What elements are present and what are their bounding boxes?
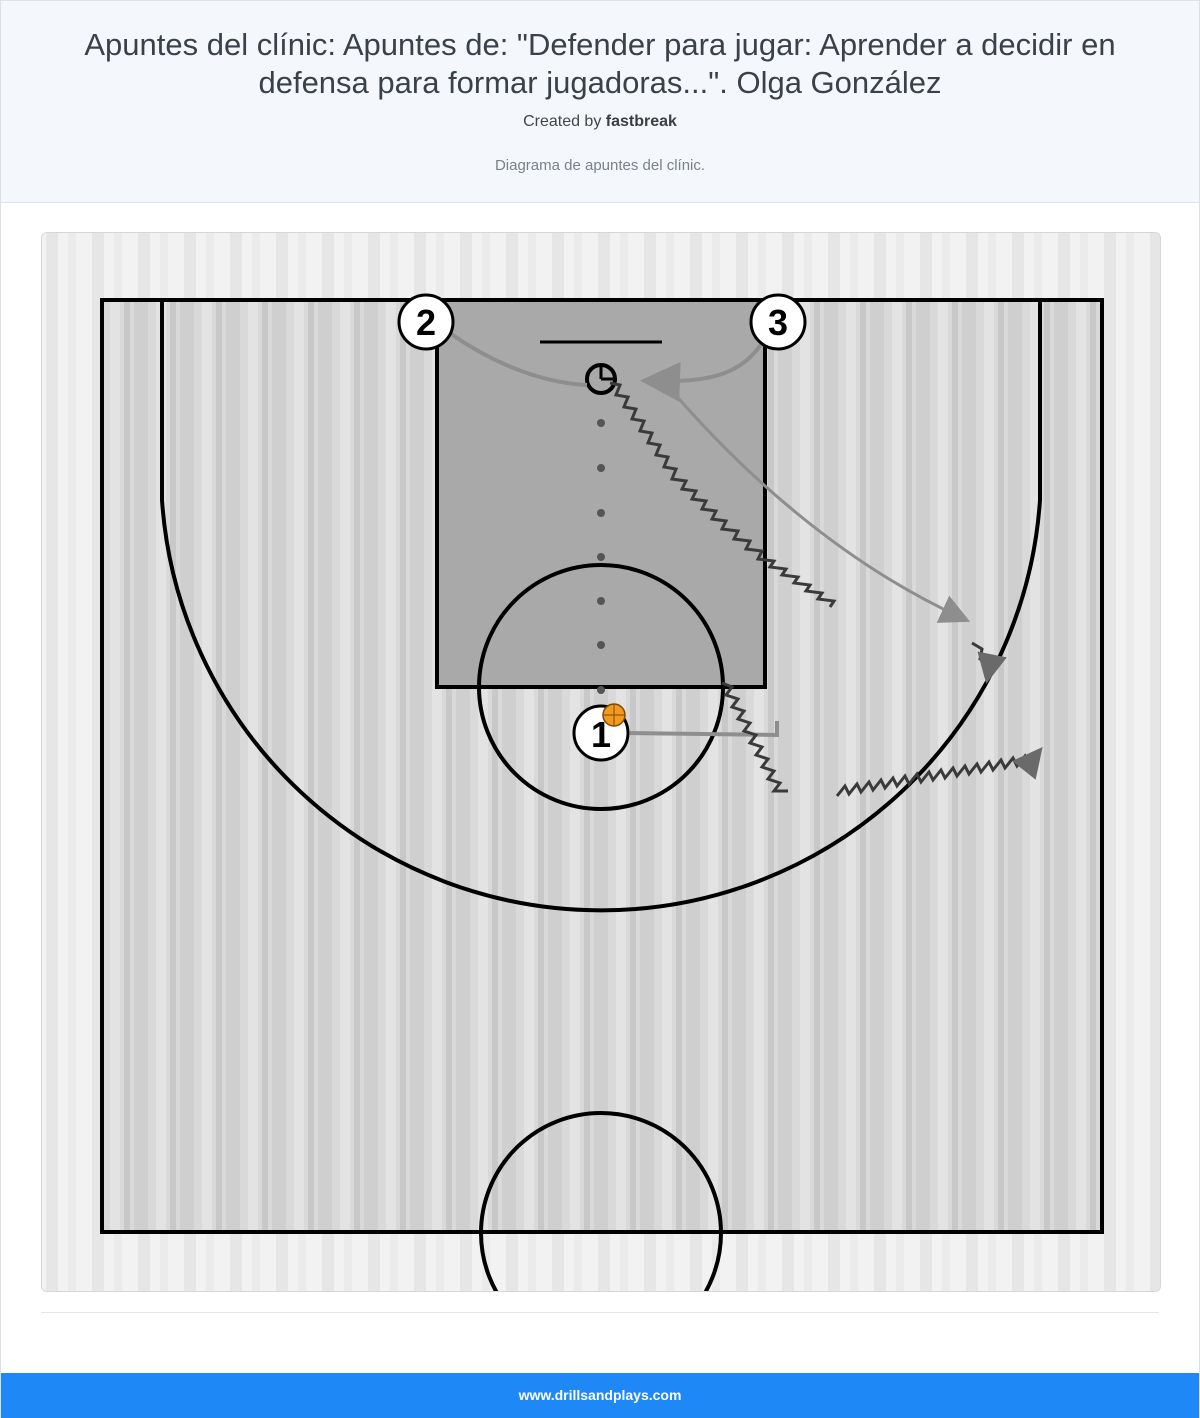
free-throw-circle: [477, 563, 725, 811]
author-line: Created by fastbreak: [1, 113, 1199, 131]
dribble-path-wing: [835, 746, 1043, 797]
basketball-icon: [602, 703, 626, 727]
page-header: Apuntes del clínic: Apuntes de: "Defende…: [1, 0, 1199, 203]
screen-path: [629, 721, 779, 738]
cut-path-2: [448, 331, 588, 387]
three-point-line: [160, 300, 1042, 913]
player-3: 3: [749, 293, 807, 351]
site-footer: www.drillsandplays.com: [1, 1373, 1199, 1418]
page-title: Apuntes del clínic: Apuntes de: "Defende…: [84, 27, 1116, 100]
play-diagram: 2 3 1: [41, 232, 1161, 1292]
content-divider: [41, 1312, 1159, 1313]
court-boundary: [100, 298, 1104, 1234]
player-2-label: 2: [416, 302, 436, 343]
footer-site-link[interactable]: www.drillsandplays.com: [518, 1387, 682, 1403]
dribble-path-lower: [721, 681, 788, 793]
diagram-description: Diagrama de apuntes del clínic.: [494, 157, 706, 174]
player-1-label: 1: [591, 714, 611, 755]
center-circle: [479, 1111, 723, 1291]
dribble-end: [971, 641, 1007, 684]
dribble-path-upper: [609, 381, 837, 608]
player-2: 2: [397, 293, 455, 351]
pass-path: [665, 384, 971, 623]
created-by-label: Created by: [523, 113, 602, 130]
player-1: 1: [572, 703, 630, 762]
lane-dots: [597, 419, 605, 694]
player-3-label: 3: [768, 302, 788, 343]
paint-area: [437, 300, 765, 687]
author-link[interactable]: fastbreak: [605, 113, 677, 130]
cut-path-3: [640, 341, 764, 402]
court-svg: 2 3 1: [42, 233, 1160, 1291]
